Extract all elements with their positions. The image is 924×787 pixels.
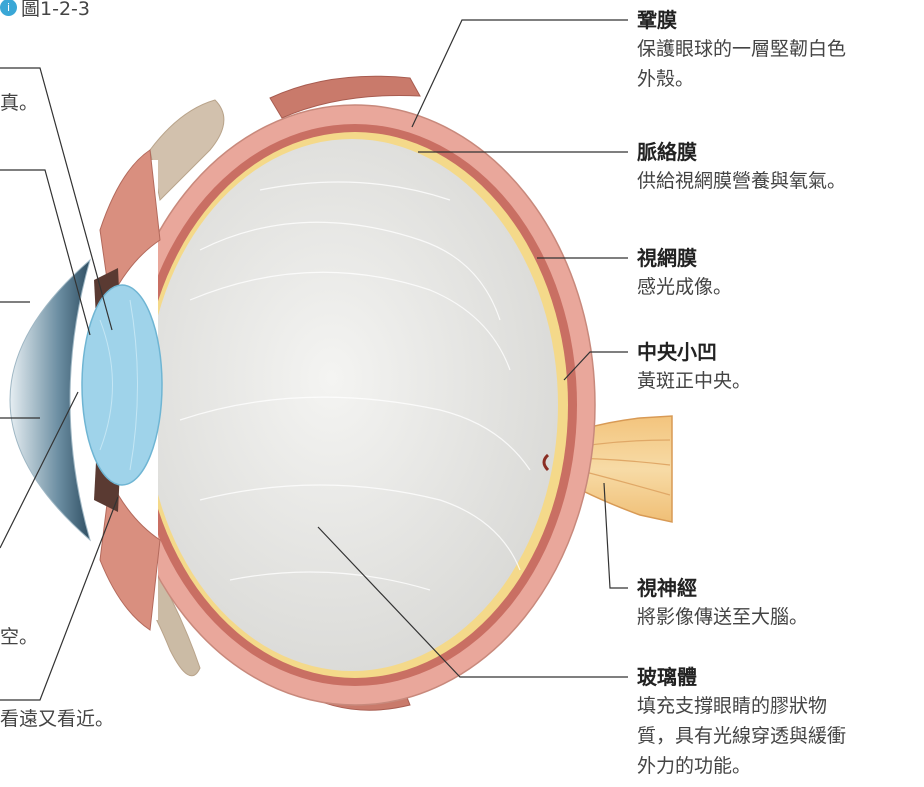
callout-optic-nerve-name: 視神經 bbox=[637, 574, 808, 602]
callout-retina-name: 視網膜 bbox=[637, 244, 732, 272]
lens-shape bbox=[82, 285, 162, 485]
callout-retina-desc-1: 感光成像。 bbox=[637, 272, 732, 302]
callout-vitreous: 玻璃體 填充支撐眼睛的膠狀物 質，具有光線穿透與緩衝 外力的功能。 bbox=[637, 663, 846, 781]
left-fragment-middle: 空。 bbox=[0, 622, 38, 649]
callout-sclera-desc-2: 外殼。 bbox=[637, 64, 846, 94]
callout-vitreous-name: 玻璃體 bbox=[637, 663, 846, 691]
leader-sclera bbox=[412, 20, 628, 127]
left-fragment-bottom: 看遠又看近。 bbox=[0, 704, 114, 731]
figure-label: i 圖1-2-3 bbox=[0, 0, 90, 21]
info-circle-icon: i bbox=[0, 0, 17, 16]
callout-fovea-desc-1: 黃斑正中央。 bbox=[637, 366, 751, 396]
callout-choroid-desc-1: 供給視網膜營養與氧氣。 bbox=[637, 166, 846, 196]
callout-fovea: 中央小凹 黃斑正中央。 bbox=[637, 338, 751, 396]
callout-vitreous-desc-2: 質，具有光線穿透與緩衝 bbox=[637, 721, 846, 751]
callout-sclera-name: 鞏膜 bbox=[637, 6, 846, 34]
callout-optic-nerve: 視神經 將影像傳送至大腦。 bbox=[637, 574, 808, 632]
callout-choroid-name: 脈絡膜 bbox=[637, 138, 846, 166]
left-fragment-top: 真。 bbox=[0, 88, 38, 115]
figure-label-text: 圖1-2-3 bbox=[21, 0, 90, 21]
callout-optic-nerve-desc-1: 將影像傳送至大腦。 bbox=[637, 602, 808, 632]
callout-vitreous-desc-3: 外力的功能。 bbox=[637, 751, 846, 781]
callout-retina: 視網膜 感光成像。 bbox=[637, 244, 732, 302]
vitreous-body-shape bbox=[146, 139, 558, 671]
callout-sclera-desc-1: 保護眼球的一層堅韌白色 bbox=[637, 34, 846, 64]
callout-fovea-name: 中央小凹 bbox=[637, 338, 751, 366]
callout-choroid: 脈絡膜 供給視網膜營養與氧氣。 bbox=[637, 138, 846, 196]
callout-vitreous-desc-1: 填充支撐眼睛的膠狀物 bbox=[637, 691, 846, 721]
callout-sclera: 鞏膜 保護眼球的一層堅韌白色 外殼。 bbox=[637, 6, 846, 94]
